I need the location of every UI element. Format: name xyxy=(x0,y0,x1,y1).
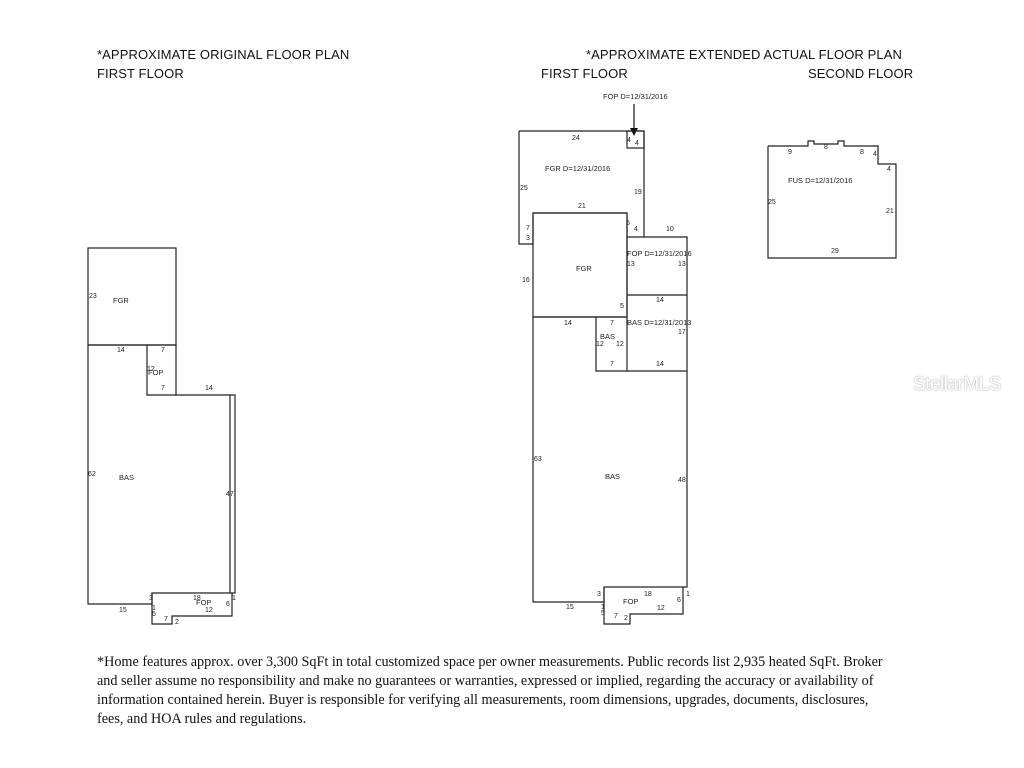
extended-first-floor-label: FIRST FLOOR xyxy=(541,66,628,81)
dimension-label: 4 xyxy=(635,140,639,147)
dimension-label: 7 xyxy=(610,361,614,368)
porch-annotation: FOP D=12/31/2016 xyxy=(603,92,668,101)
dimension-label: 1 xyxy=(152,605,156,612)
dimension-label: 7 xyxy=(614,613,618,620)
dimension-label: 1 xyxy=(601,604,605,611)
dimension-label: 63 xyxy=(534,456,542,463)
dimension-label: 12 xyxy=(596,341,604,348)
dimension-label: 4 xyxy=(887,166,891,173)
dimension-label: 62 xyxy=(88,471,96,478)
dimension-label: 12 xyxy=(657,605,665,612)
dimension-label: 18 xyxy=(644,591,652,598)
dimension-label: 14 xyxy=(656,361,664,368)
front-porch-outline xyxy=(146,345,176,396)
dimension-label: 21 xyxy=(886,208,894,215)
rear-porch-outline xyxy=(151,593,233,625)
dimension-label: 25 xyxy=(520,185,528,192)
dimension-label: 1 xyxy=(686,591,690,598)
dimension-label: 4 xyxy=(873,151,877,158)
room-label: FGR xyxy=(576,264,592,273)
dimension-label: 47 xyxy=(226,491,234,498)
dimension-label: 12 xyxy=(205,607,213,614)
dimension-label: 14 xyxy=(205,385,213,392)
room-label: FGR xyxy=(113,296,129,305)
dimension-label: 19 xyxy=(634,189,642,196)
dimension-label: 6 xyxy=(677,597,681,604)
room-label: BAS xyxy=(605,472,620,481)
dimension-label: 3 xyxy=(526,235,530,242)
dimension-label: 4 xyxy=(634,226,638,233)
dimension-label: 3 xyxy=(597,591,601,598)
arrow-down-icon xyxy=(630,128,638,136)
room-label: BAS xyxy=(119,473,134,482)
dimension-label: 12 xyxy=(616,341,624,348)
room-label: FOP xyxy=(196,598,211,607)
room-label: BAS D=12/31/2013 xyxy=(627,318,691,327)
living-area-outline xyxy=(87,344,231,605)
dimension-label: 48 xyxy=(678,477,686,484)
dimension-label: 6 xyxy=(226,601,230,608)
original-first-floor-label: FIRST FLOOR xyxy=(97,66,184,81)
extended-second-floor-plan: FUS D=12/31/2016 9 8 8 4 4 25 21 29 xyxy=(767,140,897,259)
dimension-label: 15 xyxy=(119,607,127,614)
dimension-label: 7 xyxy=(161,347,165,354)
dimension-label: 15 xyxy=(566,604,574,611)
room-label: FUS D=12/31/2016 xyxy=(788,176,852,185)
dimension-label: 5 xyxy=(620,303,624,310)
upstairs-outline xyxy=(767,140,897,259)
dimension-label: 8 xyxy=(824,144,828,151)
extended-plan-title: *APPROXIMATE EXTENDED ACTUAL FLOOR PLAN xyxy=(586,47,902,62)
rear-porch-outline xyxy=(603,587,684,625)
dimension-label: 17 xyxy=(678,329,686,336)
dimension-label: 23 xyxy=(89,293,97,300)
garage-outline xyxy=(87,247,177,346)
dimension-label: 16 xyxy=(522,277,530,284)
room-label: BAS xyxy=(600,332,615,341)
dimension-label: 5 xyxy=(626,220,630,227)
living-area-outline xyxy=(532,236,688,603)
dimension-label: 7 xyxy=(526,225,530,232)
dimension-label: 29 xyxy=(831,248,839,255)
original-plan-title: *APPROXIMATE ORIGINAL FLOOR PLAN xyxy=(97,47,350,62)
dimension-label: 1 xyxy=(232,595,236,602)
dimension-label: 5 xyxy=(601,610,605,617)
dimension-label: 4 xyxy=(627,137,631,144)
room-label: FOP xyxy=(148,368,163,377)
dimension-label: 9 xyxy=(788,149,792,156)
room-label: FOP xyxy=(623,597,638,606)
extended-second-floor-label: SECOND FLOOR xyxy=(808,66,914,81)
dimension-label: 13 xyxy=(627,261,635,268)
dimension-label: 21 xyxy=(578,203,586,210)
dimension-label: 7 xyxy=(161,385,165,392)
stellarmls-watermark: StellarMLS xyxy=(913,374,1001,395)
bath-outline xyxy=(595,317,687,372)
dimension-label: 5 xyxy=(152,611,156,618)
dimension-label: 8 xyxy=(860,149,864,156)
dimension-label: 14 xyxy=(656,297,664,304)
dimension-label: 13 xyxy=(678,261,686,268)
dimension-label: 14 xyxy=(117,347,125,354)
dimension-label: 7 xyxy=(164,616,168,623)
room-label: FOP D=12/31/2016 xyxy=(627,249,692,258)
dimension-label: 2 xyxy=(624,615,628,622)
dimension-label: 12 xyxy=(147,366,155,373)
dimension-label: 18 xyxy=(193,595,201,602)
small-porch-outline xyxy=(626,130,645,149)
dimension-label: 25 xyxy=(768,199,776,206)
dimension-label: 24 xyxy=(572,135,580,142)
dimension-label: 14 xyxy=(564,320,572,327)
dimension-label: 10 xyxy=(666,226,674,233)
dimension-label: 2 xyxy=(175,619,179,626)
room-label: FGR D=12/31/2016 xyxy=(545,164,610,173)
disclaimer-text: *Home features approx. over 3,300 SqFt i… xyxy=(97,654,883,727)
dimension-label: 3 xyxy=(149,595,153,602)
dimension-label: 7 xyxy=(610,320,614,327)
